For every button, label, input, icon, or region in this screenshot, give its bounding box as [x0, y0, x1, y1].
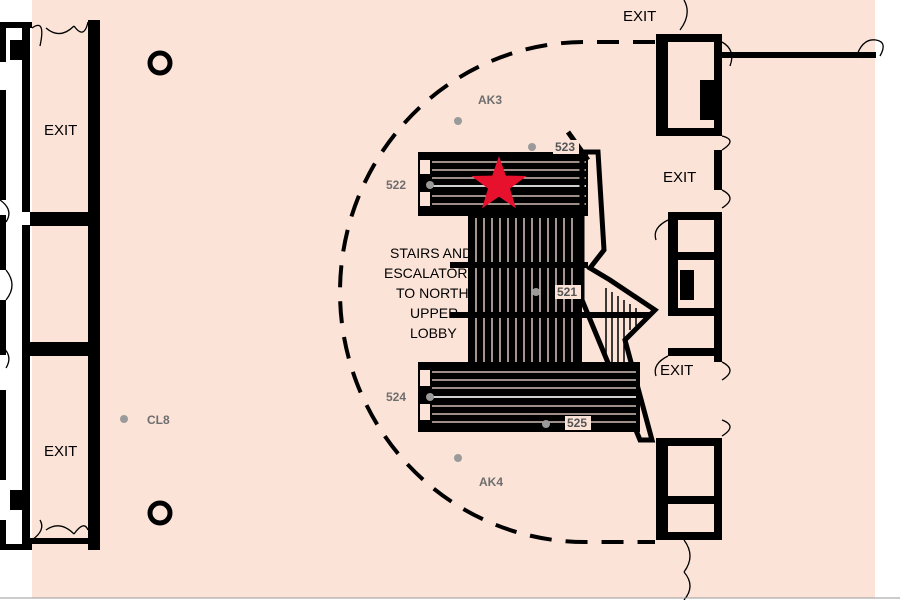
booth-label: AK3 — [478, 93, 502, 107]
booth-label: AK4 — [479, 475, 503, 489]
booth-label: CL8 — [147, 413, 170, 427]
right-wall — [656, 34, 876, 540]
area-label-line: STAIRS AND — [390, 245, 472, 261]
exit-label: EXIT — [663, 169, 696, 186]
dot-icon — [454, 454, 462, 462]
area-label-line: ESCALATORS — [384, 265, 477, 281]
booth-label: 525 — [567, 416, 587, 430]
booth-label: 522 — [386, 178, 406, 192]
stair-overlay: 521 — [450, 240, 650, 346]
dot-icon — [120, 415, 128, 423]
circle-icon — [147, 50, 173, 76]
booth-label: 521 — [557, 285, 577, 299]
dot-icon — [426, 181, 434, 189]
booth-label: 524 — [386, 390, 406, 404]
right-margin — [876, 60, 900, 600]
dot-icon — [454, 117, 462, 125]
exit-labels: EXIT EXIT EXIT EXIT EXIT — [44, 8, 696, 460]
circle-icon — [147, 500, 173, 526]
floor-area — [32, 0, 875, 598]
area-label-line: TO NORTH — [396, 285, 469, 301]
exit-label: EXIT — [660, 362, 693, 379]
exit-label: EXIT — [623, 8, 656, 25]
booth-label: 523 — [555, 140, 575, 154]
stairs-label: STAIRS AND ESCALATORS TO NORTH UPPER LOB… — [384, 245, 477, 341]
dot-icon — [426, 393, 434, 401]
star-icon — [471, 156, 527, 209]
area-label-line: LOBBY — [410, 325, 457, 341]
exit-label: EXIT — [44, 122, 77, 139]
left-door-swings — [0, 21, 89, 541]
left-wall — [0, 20, 100, 550]
dot-icon — [528, 143, 536, 151]
exit-label: EXIT — [44, 443, 77, 460]
area-label-line: UPPER — [410, 305, 458, 321]
dot-icon — [532, 288, 540, 296]
zone-boundary — [338, 40, 655, 544]
dot-icon — [542, 420, 550, 428]
